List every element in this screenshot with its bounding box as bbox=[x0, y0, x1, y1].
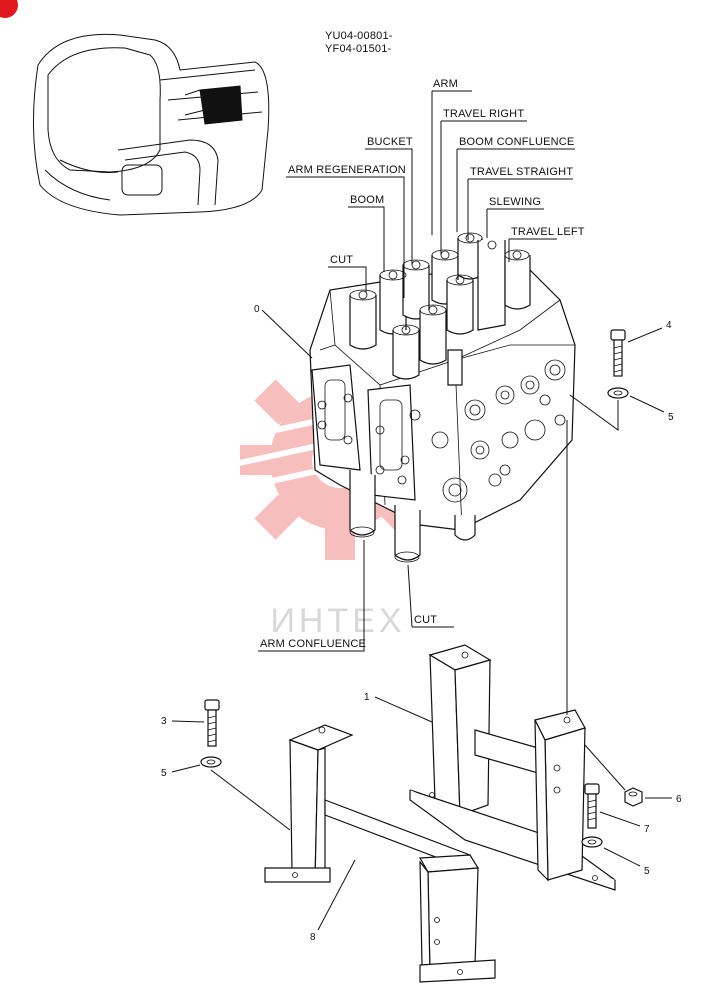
callout-cut-bottom: CUT bbox=[414, 614, 437, 626]
callout-cut-top: CUT bbox=[330, 254, 353, 266]
washer-5-left bbox=[171, 756, 291, 831]
callout-bucket: BUCKET bbox=[367, 136, 413, 148]
callout-boom: BOOM bbox=[350, 194, 384, 206]
washer-5-lower bbox=[581, 836, 641, 867]
control-valve-assembly bbox=[309, 232, 576, 563]
machine-location-thumbnail bbox=[32, 33, 270, 216]
washer-5-upper bbox=[569, 387, 665, 431]
callout-arm: ARM bbox=[433, 78, 458, 90]
callout-boom-confluence: BOOM CONFLUENCE bbox=[459, 136, 574, 148]
corner-badge bbox=[0, 0, 18, 18]
watermark-text: ИНТЕХ bbox=[270, 602, 405, 640]
part-number-5-lower: 5 bbox=[644, 866, 650, 877]
part-number-0: 0 bbox=[254, 304, 260, 315]
callout-group: ARM TRAVEL RIGHT BUCKET BOOM CONFLUENCE … bbox=[258, 78, 585, 652]
callout-arm-regeneration: ARM REGENERATION bbox=[288, 164, 406, 176]
part-number-4: 4 bbox=[666, 320, 672, 331]
part-number-5-upper: 5 bbox=[668, 412, 674, 423]
serial-number-1: YU04-00801- bbox=[325, 30, 393, 42]
part-number-6: 6 bbox=[676, 794, 682, 805]
callout-travel-right: TRAVEL RIGHT bbox=[443, 108, 524, 120]
part-number-3: 3 bbox=[161, 716, 167, 727]
bolt-4 bbox=[610, 327, 663, 377]
serial-number-2: YF04-01501- bbox=[325, 43, 392, 55]
callout-travel-straight: TRAVEL STRAIGHT bbox=[470, 166, 573, 178]
callout-arm-confluence: ARM CONFLUENCE bbox=[260, 638, 366, 650]
part-number-8: 8 bbox=[310, 932, 316, 943]
callout-travel-left: TRAVEL LEFT bbox=[511, 226, 585, 238]
callout-slewing: SLEWING bbox=[489, 196, 541, 208]
part-number-5-left: 5 bbox=[161, 768, 167, 779]
bolt-7 bbox=[584, 783, 641, 829]
part-number-1: 1 bbox=[364, 692, 370, 703]
bracket-1 bbox=[374, 644, 616, 891]
part-number-7: 7 bbox=[644, 824, 650, 835]
nut-6 bbox=[584, 744, 672, 807]
bolt-3 bbox=[171, 699, 220, 747]
part-number-labels: 0 1 3 4 5 5 6 7 5 8 bbox=[161, 304, 682, 943]
bracket-8 bbox=[264, 724, 496, 983]
